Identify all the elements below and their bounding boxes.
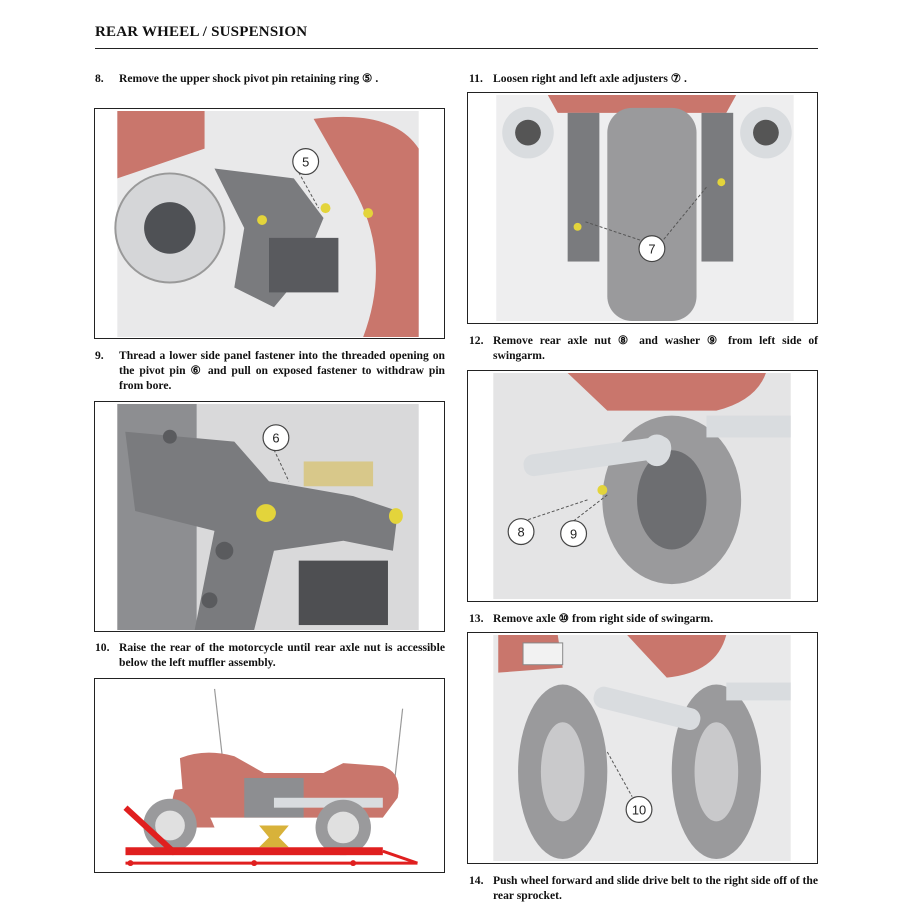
step-10-number: 10. [95, 641, 110, 654]
page-header: REAR WHEEL / SUSPENSION [95, 24, 308, 40]
step-12-number: 12. [469, 334, 484, 347]
figure-pivot-pin: 6 [94, 401, 445, 632]
figure-remove-axle: 10 [467, 632, 818, 864]
figure-4-illustration: 7 [496, 94, 794, 322]
figure-3-illustration [95, 679, 444, 872]
figure-2-illustration: 6 [117, 403, 419, 631]
step-11-number: 11. [469, 72, 483, 85]
step-13-number: 13. [469, 612, 484, 625]
callout-7: 7 [648, 242, 655, 257]
callout-8: 8 [517, 525, 524, 540]
step-9-text: Thread a lower side panel fastener into … [119, 349, 445, 392]
step-8: 8. Remove the upper shock pivot pin reta… [95, 71, 445, 86]
callout-9: 9 [570, 527, 577, 542]
figure-1-illustration: 5 [114, 110, 419, 338]
step-11-text: Loosen right and left axle adjusters ⑦ . [493, 72, 687, 85]
step-8-number: 8. [95, 72, 104, 85]
header-rule [95, 48, 818, 49]
callout-6: 6 [272, 431, 279, 446]
step-14-text: Push wheel forward and slide drive belt … [493, 874, 818, 902]
figure-motorcycle-lift [94, 678, 445, 873]
step-8-text: Remove the upper shock pivot pin retaini… [119, 72, 379, 85]
step-14-number: 14. [469, 874, 484, 887]
step-10: 10. Raise the rear of the motorcycle unt… [95, 640, 445, 670]
callout-5: 5 [302, 154, 309, 169]
step-11: 11. Loosen right and left axle adjusters… [469, 71, 818, 86]
step-13: 13. Remove axle ⑩ from right side of swi… [469, 611, 818, 626]
figure-6-illustration: 10 [493, 634, 791, 862]
step-10-text: Raise the rear of the motorcycle until r… [119, 641, 445, 669]
step-12: 12. Remove rear axle nut ⑧ and washer ⑨ … [469, 333, 818, 363]
figure-5-illustration: 8 9 [493, 372, 791, 600]
callout-10: 10 [632, 802, 646, 817]
figure-axle-adjusters: 7 [467, 92, 818, 324]
figure-rear-axle-nut: 8 9 [467, 370, 818, 602]
step-14: 14. Push wheel forward and slide drive b… [469, 873, 818, 903]
figure-shock-pivot-ring: 5 [94, 108, 445, 339]
step-12-text: Remove rear axle nut ⑧ and washer ⑨ from… [493, 334, 818, 362]
step-9: 9. Thread a lower side panel fastener in… [95, 348, 445, 393]
step-13-text: Remove axle ⑩ from right side of swingar… [493, 612, 714, 625]
step-9-number: 9. [95, 349, 104, 362]
